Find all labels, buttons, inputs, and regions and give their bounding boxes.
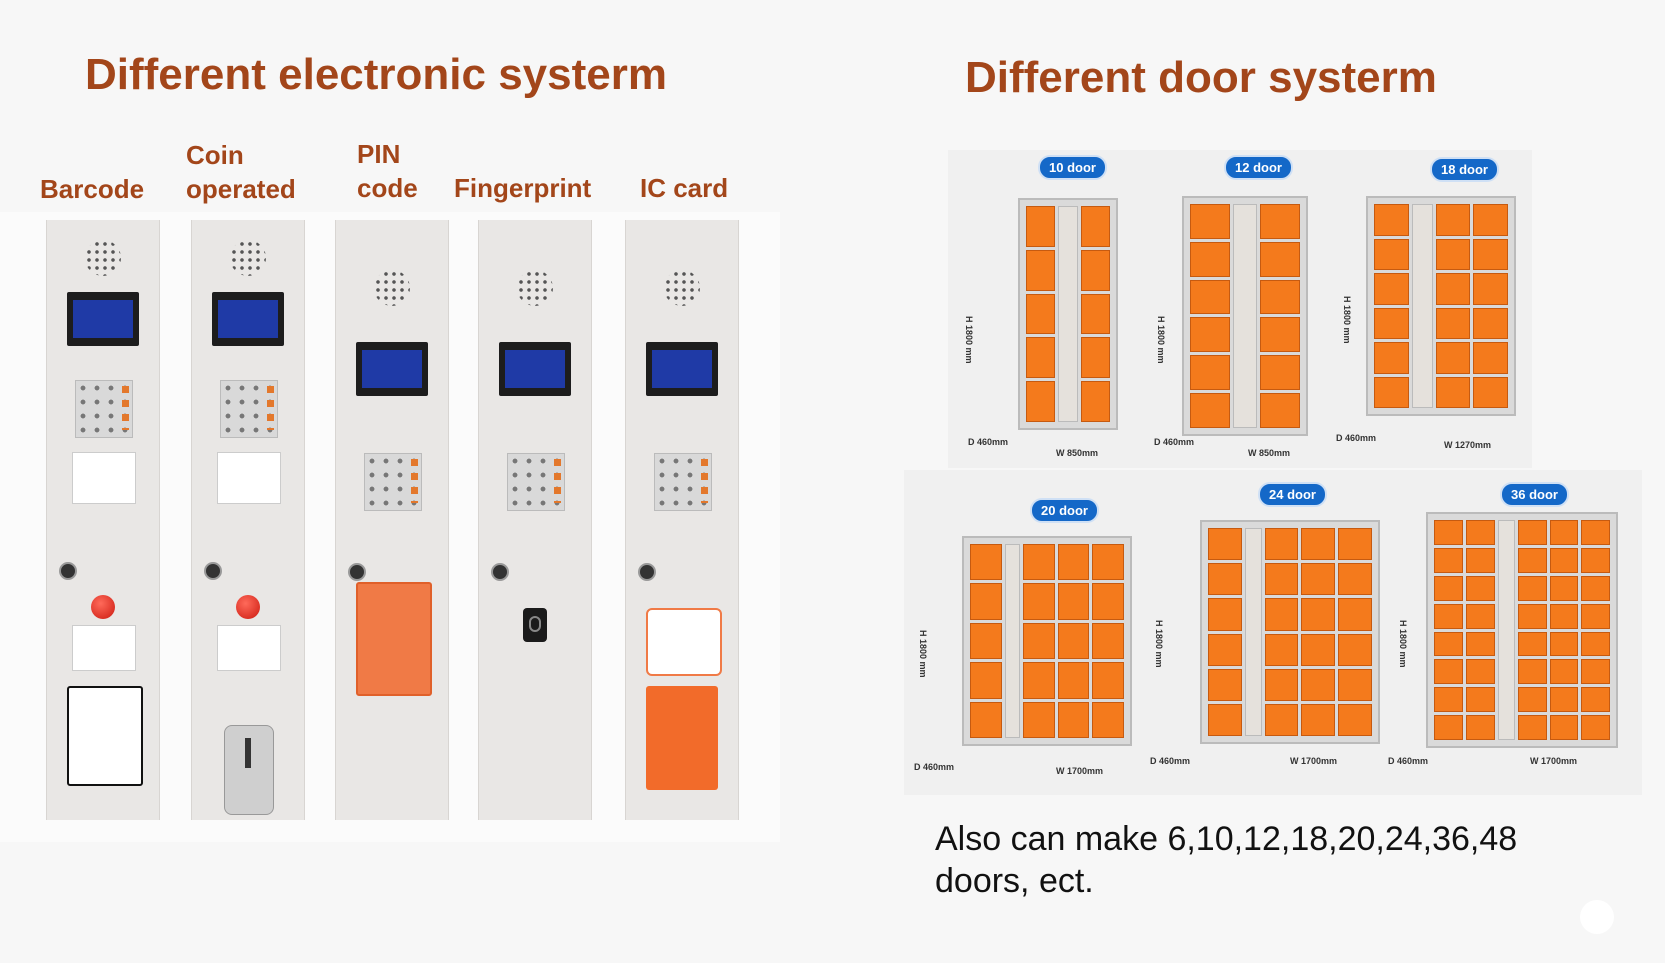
locker-cabinet — [962, 536, 1132, 746]
footnote-text: Also can make 6,10,12,18,20,24,36,48 doo… — [935, 820, 1518, 900]
height-label: H 1800 mm — [918, 630, 928, 678]
width-label: W 850mm — [1248, 448, 1291, 458]
locker-cabinet — [1426, 512, 1618, 748]
width-label: W 1270mm — [1444, 440, 1492, 450]
barcode-panel — [46, 220, 160, 820]
coin-slot — [224, 725, 274, 815]
depth-label: D 460mm — [1388, 756, 1429, 766]
right-heading: Different door systerm — [965, 53, 1437, 102]
door-badge-10: 10 door — [1038, 155, 1107, 180]
depth-label: D 460mm — [914, 762, 955, 772]
coin-panel — [191, 220, 305, 820]
lock-icon — [204, 562, 222, 580]
red-button — [91, 595, 115, 619]
label-pin-code: PIN code — [357, 139, 418, 203]
height-label: H 1800 mm — [1398, 620, 1408, 668]
door-badge-12: 12 door — [1224, 155, 1293, 180]
barcode-scanner — [217, 452, 281, 504]
height-label: H 1800 mm — [1156, 316, 1166, 364]
width-label: W 1700mm — [1290, 756, 1338, 766]
instruction-card — [356, 582, 432, 696]
door-badge-36: 36 door — [1500, 482, 1569, 507]
pin-panel — [335, 220, 449, 820]
locker-cabinet — [1366, 196, 1516, 416]
lcd-screen — [212, 292, 284, 346]
fingerprint-icon — [523, 608, 547, 642]
lock-icon — [638, 563, 656, 581]
depth-label: D 460mm — [968, 437, 1009, 447]
fingerprint-panel — [478, 220, 592, 820]
lock-icon — [59, 562, 77, 580]
depth-label: D 460mm — [1150, 756, 1191, 766]
warning-notice — [67, 686, 143, 786]
height-label: H 1800 mm — [1154, 620, 1164, 668]
barcode-scanner — [72, 452, 136, 504]
depth-label: D 460mm — [1154, 437, 1195, 447]
label-fingerprint: Fingerprint — [454, 173, 592, 203]
ic-card-panel — [625, 220, 739, 820]
speaker-grille — [517, 270, 553, 306]
speaker-grille — [664, 270, 700, 306]
keypad — [507, 453, 565, 511]
keypad — [220, 380, 278, 438]
lcd-screen — [499, 342, 571, 396]
keypad — [364, 453, 422, 511]
height-label: H 1800 mm — [964, 316, 974, 364]
height-label: H 1800 mm — [1342, 296, 1352, 344]
speaker-grille — [230, 240, 266, 276]
lcd-screen — [646, 342, 718, 396]
locker-cabinet — [1200, 520, 1380, 744]
card-reader-icon — [646, 608, 722, 676]
label-ic-card: IC card — [640, 173, 729, 203]
speaker-grille — [85, 240, 121, 276]
left-heading: Different electronic systerm — [85, 50, 667, 99]
receipt-outlet — [217, 625, 281, 671]
door-badge-20: 20 door — [1030, 498, 1099, 523]
keypad — [75, 380, 133, 438]
label-barcode: Barcode — [40, 174, 145, 204]
red-button — [236, 595, 260, 619]
keypad — [654, 453, 712, 511]
label-coin-operated: Coin operated — [186, 140, 296, 204]
receipt-outlet — [72, 625, 136, 671]
lcd-screen — [356, 342, 428, 396]
door-badge-24: 24 door — [1258, 482, 1327, 507]
width-label: W 850mm — [1056, 448, 1099, 458]
width-label: W 1700mm — [1056, 766, 1104, 776]
locker-cabinet — [1018, 198, 1118, 430]
instruction-card — [646, 686, 718, 790]
lcd-screen — [67, 292, 139, 346]
depth-label: D 460mm — [1336, 433, 1377, 443]
locker-cabinet — [1182, 196, 1308, 436]
corner-dot — [1580, 900, 1614, 934]
door-badge-18: 18 door — [1430, 157, 1499, 182]
lock-icon — [491, 563, 509, 581]
lock-icon — [348, 563, 366, 581]
speaker-grille — [374, 270, 410, 306]
width-label: W 1700mm — [1530, 756, 1578, 766]
